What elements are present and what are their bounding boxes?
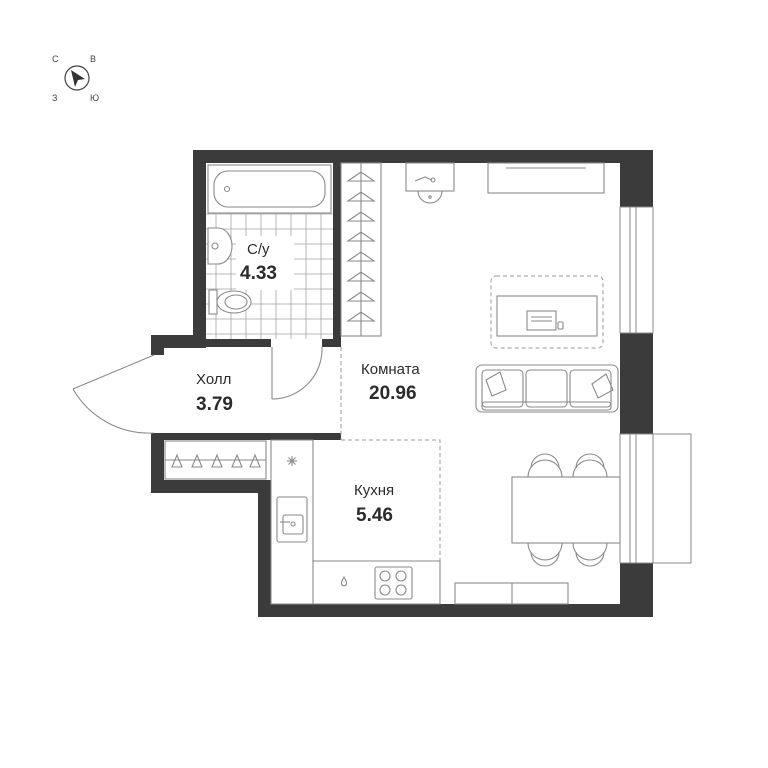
kitchen-sink-icon [276,496,308,543]
compass: С В З Ю [52,54,99,103]
wall-top [193,150,653,163]
desk-icon [405,162,455,204]
bathroom-sink-icon [207,227,233,265]
windows [619,206,692,564]
water-drop-icon [340,575,348,587]
wall-hall-top [151,335,206,348]
wall-bathroom-partition [333,150,341,347]
wall-hall-left-lower [151,433,164,493]
rug-icon [490,275,604,349]
bathroom-label-bg [236,236,294,290]
wall-bathroom-bottom-right [322,339,341,347]
compass-north: С [52,54,59,64]
room-area: 20.96 [369,383,417,404]
laptop-icon [526,310,564,331]
sofa-icon [475,364,619,413]
hall: Холл 3.79 [72,346,323,480]
kitchen-area: 5.46 [356,505,393,526]
wall-hall-left-upper [151,335,164,355]
entrance-door-icon [72,354,155,434]
compass-east: В [90,54,96,64]
compass-circle [64,65,90,91]
bathroom: С/у 4.33 [206,164,333,339]
kitchen: Кухня 5.46 [270,439,441,605]
stove-icon [374,566,413,600]
window-upper [619,206,654,334]
hall-area: 3.79 [196,394,233,415]
compass-south: Ю [90,93,99,103]
wall-bottom [258,604,653,617]
wall-bathroom-left [193,150,206,335]
wall-right-middle [620,333,653,434]
bench-icon [454,582,569,605]
window-lower [619,433,654,564]
room-name: Комната [361,361,420,378]
hall-name: Холл [196,371,231,388]
kitchen-zone-outline [341,439,441,604]
compass-arrow-icon [71,70,85,87]
room-wardrobe-icon [340,162,382,337]
wall-hall-kitchen [164,433,341,440]
bathroom-door-icon [271,346,323,400]
dining-table-icon [511,453,621,567]
wall-right-bottom [620,563,653,617]
wall-bathroom-bottom [206,339,271,347]
kitchen-name: Кухня [354,482,394,499]
toilet-icon [208,289,252,315]
bathroom-name: С/у [247,241,270,258]
wall-right-top [620,150,653,207]
kitchen-counter-icon [270,439,441,605]
wall-hall-bottom [151,480,271,493]
walls [151,150,653,617]
bathtub-icon [207,164,332,214]
snowflake-icon [287,456,297,466]
bathroom-area: 4.33 [240,263,277,284]
tv-cabinet-icon [487,162,605,194]
wall-kitchen-left [258,480,271,617]
compass-west: З [52,93,57,103]
main-room: Комната 20.96 [340,162,621,605]
balcony [652,433,692,564]
hall-wardrobe-icon [164,440,267,480]
